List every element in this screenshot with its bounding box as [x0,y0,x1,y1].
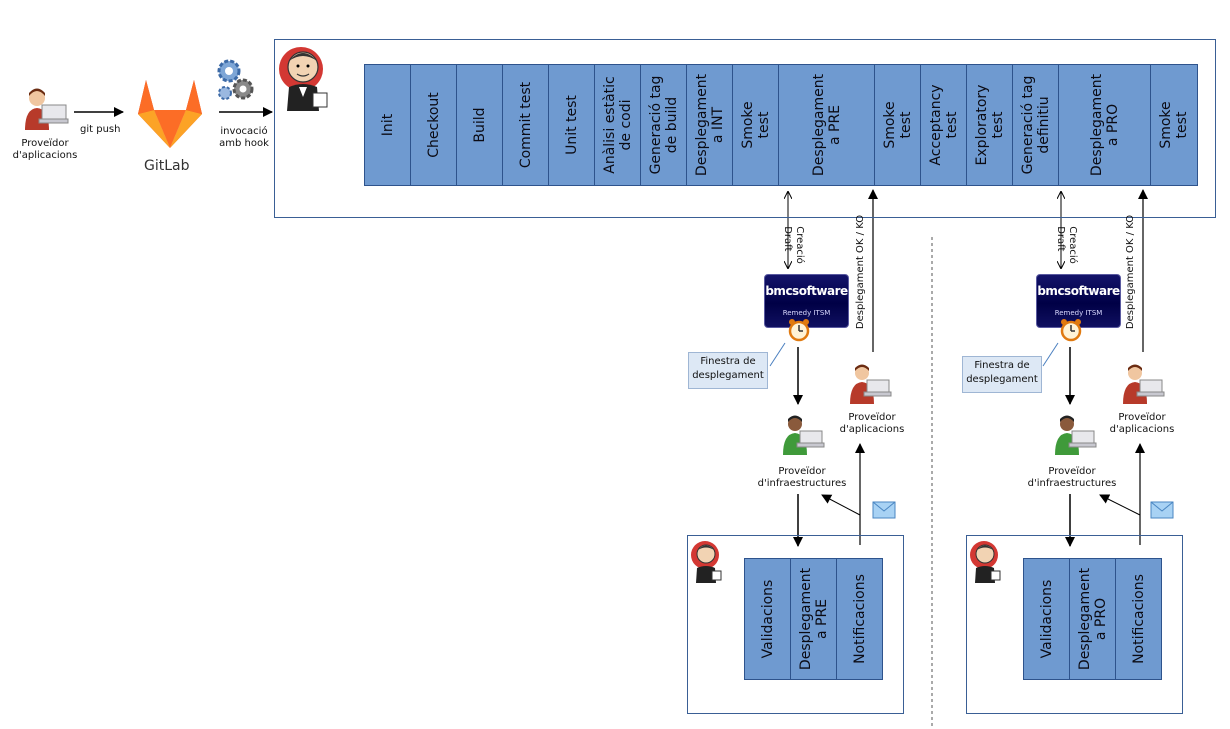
stage-commit-test: Commit test [502,64,549,186]
alarm-clock-icon [787,318,811,342]
pre-app-provider-icon [847,363,893,405]
pre-itsm-box: bmcsoftware Remedy ITSM [764,274,849,328]
stage-checkout: Checkout [410,64,457,186]
pipeline-stages: Init Checkout Build Commit test Unit tes… [364,64,1198,186]
jenkins-main-icon [277,41,335,113]
source-provider-label: Proveïdor d'aplicacions [12,138,78,161]
pro-stage-deploy: Desplegament a PRO [1069,558,1116,680]
gitlab-label: GitLab [144,158,190,174]
stage-static-analysis: Anàlisi estàtic de codi [594,64,641,186]
user-laptop-icon [25,88,69,130]
stage-build: Build [456,64,503,186]
stage-acceptancy-test: Acceptancy test [920,64,967,186]
pro-note-connector [1042,342,1059,367]
pre-stage-notifications: Notificacions [836,558,883,680]
pro-stage-notifications: Notificacions [1115,558,1162,680]
user-laptop-icon [1055,415,1097,455]
main-pipeline-frame [274,39,1216,218]
pro-mail-icon [1150,501,1174,519]
gitlab-logo [134,74,206,150]
git-push-label: git push [80,124,121,135]
pre-job-frame [687,535,904,714]
pro-deployment-window-note: Finestra de desplegament [962,356,1042,393]
envelope-icon [1150,501,1174,519]
user-laptop-icon [783,415,825,455]
pro-infra-provider-label: Proveïdor d'infraestructures [1027,466,1117,489]
pro-job-frame [966,535,1183,714]
pre-infra-provider-label: Proveïdor d'infraestructures [757,466,847,489]
pre-stage-validations: Validacions [744,558,791,680]
pre-deploy-result-label: Desplegament OK / KO [855,214,867,330]
jenkins-butler-icon [970,541,1001,583]
pre-app-provider-label: Proveïdor d'aplicacions [839,412,905,435]
jenkins-butler-icon [279,47,328,111]
envelope-icon [872,501,896,519]
pro-app-provider-icon [1120,363,1166,405]
pre-mail-arrow [821,494,861,516]
stage-deploy-int: Desplegament a INT [686,64,733,186]
stage-smoke-test-pre: Smoke test [874,64,921,186]
stage-final-tag: Generació tag definitiu [1012,64,1059,186]
pro-deploy-result-label: Desplegament OK / KO [1125,214,1137,330]
pro-stage-validations: Validacions [1023,558,1070,680]
gitlab-fox-icon [138,80,202,148]
user-laptop-icon [850,364,892,404]
stage-init: Init [364,64,411,186]
pre-mail-icon [872,501,896,519]
alarm-clock-icon [1059,318,1083,342]
pro-itsm-box: bmcsoftware Remedy ITSM [1036,274,1121,328]
hook-label: invocació amb hook [219,126,269,149]
pre-infra-provider-icon [780,414,826,456]
pre-deployment-window-note: Finestra de desplegament [688,352,768,389]
pre-job-stages: Validacions Desplegament a PRE Notificac… [744,558,883,680]
stage-deploy-pre: Desplegament a PRE [778,64,875,186]
pro-draft-label: Creació Draft [1054,226,1078,264]
pro-mail-arrow [1099,494,1141,516]
stage-smoke-test-pro: Smoke test [1150,64,1198,186]
stage-smoke-test-int: Smoke test [732,64,779,186]
jenkins-butler-icon [691,541,722,583]
pre-jenkins-icon [690,538,726,584]
user-laptop-icon [1123,364,1165,404]
source-provider-icon [20,86,70,132]
pro-jenkins-icon [969,538,1005,584]
pro-job-stages: Validacions Desplegament a PRO Notificac… [1023,558,1162,680]
pro-app-provider-label: Proveïdor d'aplicacions [1109,412,1175,435]
stage-build-tag: Generació tag de build [640,64,687,186]
stage-deploy-pro: Desplegament a PRO [1058,64,1151,186]
stage-exploratory-test: Exploratory test [966,64,1013,186]
stage-unit-test: Unit test [548,64,595,186]
pro-infra-provider-icon [1052,414,1098,456]
pre-draft-label: Creació Draft [781,226,805,264]
pre-stage-deploy: Desplegament a PRE [790,558,837,680]
pre-note-connector [769,342,786,367]
gears-icon [213,55,257,103]
